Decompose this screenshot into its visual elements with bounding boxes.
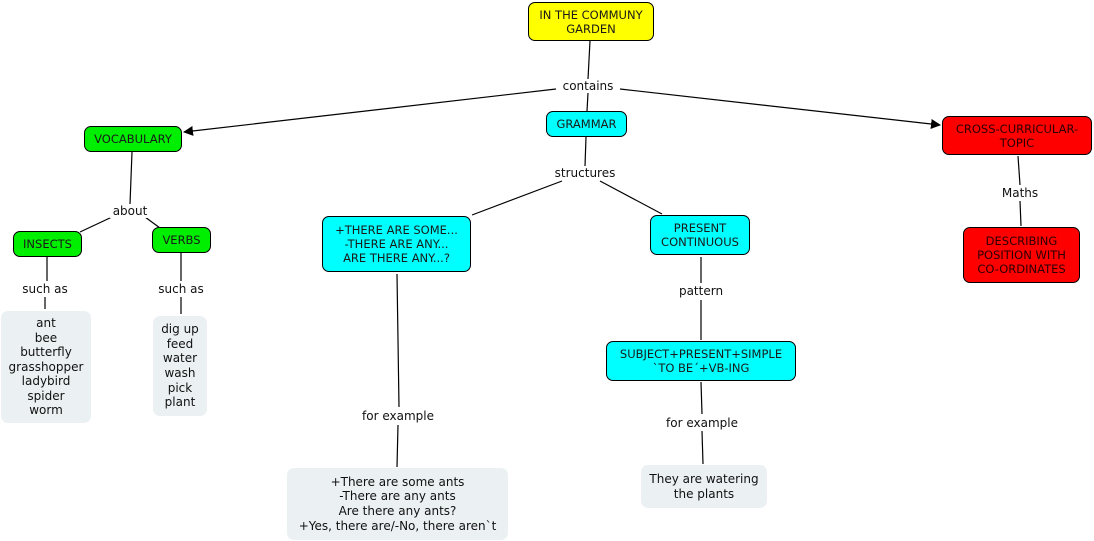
describing-position-node[interactable]: DESCRIBING POSITION WITH CO-ORDINATES <box>963 227 1080 283</box>
vocabulary-node[interactable]: VOCABULARY <box>84 126 182 152</box>
root-concept-node[interactable]: IN THE COMMUNY GARDEN <box>528 2 654 41</box>
insects-text: INSECTS <box>23 237 72 251</box>
link-structures-present <box>599 180 663 215</box>
insects-node[interactable]: INSECTS <box>13 231 82 257</box>
there-are-example-text: +There are some ants -There are any ants… <box>298 474 497 533</box>
subject-pattern-node[interactable]: SUBJECT+PRESENT+SIMPLE `TO BE´+VB-ING <box>606 341 796 381</box>
link-contains-grammar <box>586 92 589 112</box>
insects-list-text: ant bee butterfly grasshopper ladybird s… <box>8 315 84 418</box>
verbs-node[interactable]: VERBS <box>152 227 211 253</box>
link-about-insects <box>79 216 113 233</box>
link-label-structures: structures <box>551 166 619 180</box>
vocabulary-text: VOCABULARY <box>94 132 172 146</box>
there-are-node[interactable]: +THERE ARE SOME... -THERE ARE ANY... ARE… <box>322 216 471 272</box>
link-label-for-example-there: for example <box>359 409 437 423</box>
there-are-example[interactable]: +There are some ants -There are any ants… <box>287 468 508 540</box>
link-contains-cross <box>619 88 941 129</box>
link-label-such-as-verbs: such as <box>155 282 207 296</box>
link-label-such-as-insects: such as <box>19 282 71 296</box>
link-vocabulary-about <box>129 151 133 205</box>
link-label-maths: Maths <box>998 186 1042 200</box>
grammar-text: GRAMMAR <box>556 117 617 131</box>
link-root-contains <box>587 40 591 80</box>
link-label-pattern: pattern <box>675 284 727 298</box>
link-cross-maths <box>1017 155 1021 186</box>
link-label-for-example-present: for example <box>663 416 741 430</box>
there-are-text: +THERE ARE SOME... -THERE ARE ANY... ARE… <box>335 223 458 265</box>
link-forexample-presentexample <box>701 430 704 465</box>
describing-position-text: DESCRIBING POSITION WITH CO-ORDINATES <box>977 234 1066 276</box>
link-contains-vocabulary <box>183 88 557 136</box>
insects-list[interactable]: ant bee butterfly grasshopper ladybird s… <box>1 311 91 423</box>
link-grammar-structures <box>584 136 587 167</box>
present-continuous-node[interactable]: PRESENT CONTINUOUS <box>650 215 750 255</box>
present-continuous-example-text: They are watering the plants <box>649 471 759 501</box>
root-concept-text: IN THE COMMUNY GARDEN <box>539 7 643 36</box>
verbs-list-text: dig up feed water wash pick plant <box>161 322 199 410</box>
link-subject-forexample <box>700 381 703 415</box>
link-label-contains: contains <box>559 79 617 93</box>
link-label-about: about <box>109 204 151 218</box>
link-forexample-thereexample <box>396 424 399 468</box>
link-there-forexample <box>396 273 400 408</box>
subject-pattern-text: SUBJECT+PRESENT+SIMPLE `TO BE´+VB-ING <box>619 347 783 375</box>
cross-curricular-node[interactable]: CROSS-CURRICULAR- TOPIC <box>942 116 1092 155</box>
present-continuous-example[interactable]: They are watering the plants <box>641 465 767 508</box>
present-continuous-text: PRESENT CONTINUOUS <box>661 221 739 249</box>
link-maths-describing <box>1019 200 1022 227</box>
grammar-node[interactable]: GRAMMAR <box>546 111 627 137</box>
verbs-text: VERBS <box>162 233 201 247</box>
link-about-verbs <box>144 216 161 229</box>
link-structures-there <box>471 180 563 216</box>
verbs-list[interactable]: dig up feed water wash pick plant <box>153 316 207 416</box>
cross-curricular-text: CROSS-CURRICULAR- TOPIC <box>955 121 1079 150</box>
